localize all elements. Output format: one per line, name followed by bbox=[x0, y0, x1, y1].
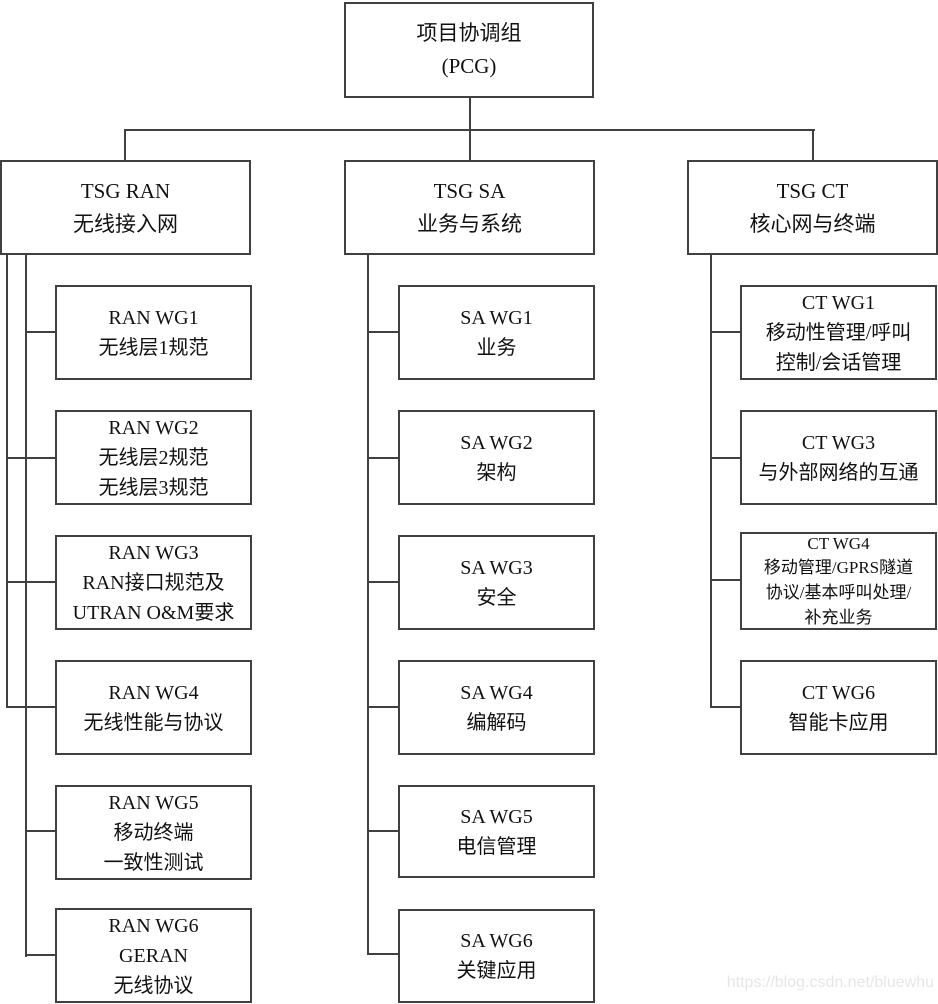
node-text-line: TSG CT bbox=[776, 178, 849, 203]
node-text-line: 编解码 bbox=[466, 711, 527, 734]
connector-drop-ran bbox=[124, 129, 126, 162]
connector-sa-wg1-stub bbox=[367, 331, 398, 333]
node-text-line: 智能卡应用 bbox=[788, 711, 889, 734]
node-text-line: 无线接入网 bbox=[73, 211, 178, 236]
connector-ran-wg1-stub bbox=[25, 331, 55, 333]
node-ran-wg6: RAN WG6 GERAN 无线协议 bbox=[55, 908, 252, 1003]
connector-ran-wg5-stub bbox=[25, 830, 55, 832]
connector-ran-wg4-stub bbox=[6, 706, 55, 708]
node-text-line: (PCG) bbox=[441, 54, 497, 78]
node-text-line: 业务 bbox=[476, 336, 517, 359]
node-text-line: 关键应用 bbox=[456, 960, 537, 982]
connector-drop-ct bbox=[812, 129, 814, 162]
node-sa-wg5: SA WG5 电信管理 bbox=[398, 785, 595, 878]
node-text-line: 无线层1规范 bbox=[98, 336, 209, 359]
connector-sa-wg5-stub bbox=[367, 830, 398, 832]
node-text-line: SA WG5 bbox=[460, 805, 533, 828]
node-sa-wg2: SA WG2 架构 bbox=[398, 410, 595, 505]
watermark: https://blog.csdn.net/bluewhu bbox=[726, 974, 934, 991]
node-text-line: 一致性测试 bbox=[103, 851, 204, 874]
node-text-line: SA WG6 bbox=[460, 930, 533, 952]
connector-sa-wg2-stub bbox=[367, 457, 398, 459]
node-ct-wg3: CT WG3 与外部网络的互通 bbox=[740, 410, 937, 505]
connector-sa-wg3-stub bbox=[367, 581, 398, 583]
node-text-line: 移动性管理/呼叫 bbox=[765, 321, 912, 344]
node-text-line: SA WG1 bbox=[460, 306, 533, 329]
node-tsg-ran: TSG RAN 无线接入网 bbox=[0, 160, 251, 255]
node-ct-wg1: CT WG1 移动性管理/呼叫 控制/会话管理 bbox=[740, 285, 937, 380]
connector-ran-spine bbox=[25, 255, 27, 957]
node-text-line: TSG SA bbox=[433, 178, 506, 203]
connector-sa-spine bbox=[367, 255, 369, 955]
node-text-line: SA WG3 bbox=[460, 556, 533, 579]
node-text-line: SA WG4 bbox=[460, 681, 533, 704]
connector-sa-wg6-stub bbox=[367, 953, 398, 955]
node-text-line: RAN WG5 bbox=[108, 791, 199, 814]
node-text-line: 与外部网络的互通 bbox=[758, 461, 919, 484]
connector-ct-wg1-stub bbox=[710, 331, 740, 333]
node-ct-wg6: CT WG6 智能卡应用 bbox=[740, 660, 937, 755]
node-sa-wg6: SA WG6 关键应用 bbox=[398, 909, 595, 1003]
node-pcg: 项目协调组 (PCG) bbox=[344, 2, 594, 98]
node-text-line: 补充业务 bbox=[804, 607, 873, 627]
connector-ct-wg6-stub bbox=[710, 706, 740, 708]
node-text-line: 项目协调组 bbox=[416, 21, 522, 46]
connector-ct-wg4-stub bbox=[710, 579, 740, 581]
node-text-line: 移动终端 bbox=[113, 821, 194, 844]
node-tsg-sa: TSG SA 业务与系统 bbox=[344, 160, 595, 255]
node-text-line: 控制/会话管理 bbox=[775, 351, 902, 374]
node-ran-wg5: RAN WG5 移动终端 一致性测试 bbox=[55, 785, 252, 880]
node-text-line: 无线层2规范 bbox=[98, 446, 209, 469]
node-tsg-ct: TSG CT 核心网与终端 bbox=[687, 160, 938, 255]
node-text-line: 电信管理 bbox=[456, 835, 537, 858]
node-text-line: CT WG1 bbox=[801, 291, 876, 314]
node-text-line: 无线性能与协议 bbox=[83, 711, 224, 734]
node-ran-wg4: RAN WG4 无线性能与协议 bbox=[55, 660, 252, 755]
node-text-line: RAN WG6 bbox=[108, 914, 199, 937]
connector-sa-wg4-stub bbox=[367, 706, 398, 708]
node-text-line: CT WG3 bbox=[801, 431, 876, 454]
connector-pcg-stem bbox=[469, 96, 471, 130]
node-text-line: RAN WG3 bbox=[108, 541, 199, 564]
node-text-line: 移动管理/GPRS隧道 bbox=[763, 558, 914, 578]
node-ran-wg1: RAN WG1 无线层1规范 bbox=[55, 285, 252, 380]
connector-drop-sa bbox=[469, 129, 471, 162]
node-ran-wg3: RAN WG3 RAN接口规范及 UTRAN O&M要求 bbox=[55, 535, 252, 630]
connector-ran-wg3-stub bbox=[6, 581, 55, 583]
node-text-line: SA WG2 bbox=[460, 431, 533, 454]
node-sa-wg4: SA WG4 编解码 bbox=[398, 660, 595, 755]
node-text-line: 协议/基本呼叫处理/ bbox=[765, 583, 912, 602]
node-ran-wg2: RAN WG2 无线层2规范 无线层3规范 bbox=[55, 410, 252, 505]
node-text-line: RAN WG1 bbox=[108, 306, 199, 329]
node-text-line: RAN接口规范及 bbox=[82, 571, 225, 594]
node-text-line: RAN WG2 bbox=[108, 416, 199, 439]
node-text-line: GERAN bbox=[119, 944, 188, 967]
node-text-line: 无线协议 bbox=[113, 974, 194, 997]
node-text-line: RAN WG4 bbox=[108, 681, 199, 704]
node-text-line: CT WG6 bbox=[801, 681, 876, 704]
connector-ran-spine-2 bbox=[6, 255, 8, 708]
node-text-line: 核心网与终端 bbox=[749, 211, 876, 236]
node-text-line: 安全 bbox=[476, 586, 517, 609]
node-text-line: UTRAN O&M要求 bbox=[72, 601, 235, 624]
node-text-line: 架构 bbox=[476, 461, 517, 484]
node-ct-wg4: CT WG4 移动管理/GPRS隧道 协议/基本呼叫处理/ 补充业务 bbox=[740, 532, 937, 630]
connector-ran-wg2-stub bbox=[6, 457, 55, 459]
node-sa-wg3: SA WG3 安全 bbox=[398, 535, 595, 630]
node-text-line: CT WG4 bbox=[807, 533, 870, 553]
node-sa-wg1: SA WG1 业务 bbox=[398, 285, 595, 380]
connector-ct-wg3-stub bbox=[710, 457, 740, 459]
node-text-line: 无线层3规范 bbox=[98, 476, 209, 499]
connector-ran-wg6-stub bbox=[25, 954, 55, 956]
connector-ct-spine bbox=[710, 255, 712, 708]
node-text-line: 业务与系统 bbox=[417, 211, 522, 236]
node-text-line: TSG RAN bbox=[80, 178, 171, 203]
